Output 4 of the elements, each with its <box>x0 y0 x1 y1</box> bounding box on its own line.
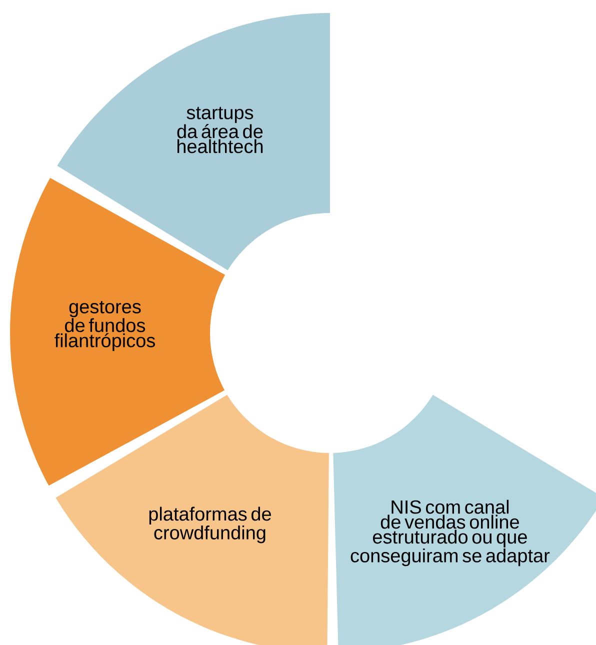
donut-segment: NIS com canal de vendas online estruturado ou que conseguiram se adaptar <box>333 394 596 645</box>
donut-segment: gestores de fundos filantrópicos <box>10 178 226 486</box>
donut-segment: startups da área de healthtech <box>57 13 330 270</box>
donut-segment: plataformas de crowdfunding <box>56 394 329 645</box>
